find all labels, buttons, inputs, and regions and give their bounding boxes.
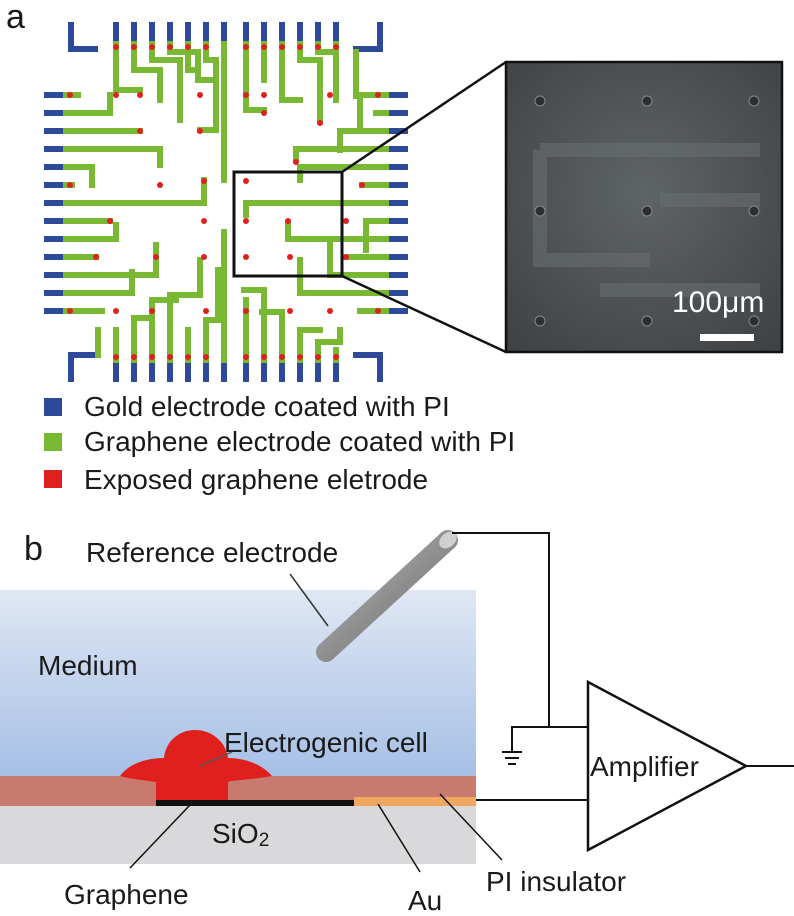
medium-label: Medium — [38, 650, 138, 681]
electrogenic-cell — [120, 730, 272, 800]
amplifier-circuit — [452, 532, 794, 853]
au-layer — [354, 797, 476, 806]
graphene-label: Graphene — [64, 879, 189, 910]
exposed-electrode-sites — [67, 44, 381, 360]
pi-layer-left — [0, 776, 156, 806]
cell-pointer — [199, 751, 233, 767]
cell-label: Electrogenic cell — [224, 727, 428, 758]
scale-bar-label: 100μm — [672, 286, 764, 319]
panel-a-label: a — [6, 0, 25, 36]
legend-label-exposed: Exposed graphene eletrode — [84, 464, 428, 495]
zoom-region-box — [232, 170, 344, 278]
legend-swatch-exposed — [44, 470, 62, 488]
reference-electrode-label: Reference electrode — [86, 537, 338, 568]
reference-pointer — [289, 573, 329, 627]
bottom-leaders — [129, 793, 503, 873]
amplifier-symbol — [586, 679, 749, 853]
pi-insulator-label: PI insulator — [486, 866, 626, 897]
legend: Gold electrode coated with PI Graphene e… — [44, 391, 515, 495]
micrograph-image: 100μm — [504, 60, 784, 354]
reference-electrode: Reference electrode — [86, 530, 458, 662]
medium-region — [0, 590, 476, 776]
legend-label-graphene: Graphene electrode coated with PI — [84, 426, 515, 457]
legend-swatch-gold — [44, 398, 62, 416]
scale-bar — [700, 334, 754, 341]
electrode-array-layout — [44, 22, 507, 382]
substrate-label: SiO2 — [212, 818, 269, 851]
graphene-layer — [156, 800, 356, 806]
legend-swatch-graphene — [44, 433, 62, 451]
zoom-line-top — [341, 60, 507, 174]
panel-b-label: b — [24, 530, 43, 568]
graphene-traces — [63, 41, 389, 363]
legend-label-gold: Gold electrode coated with PI — [84, 391, 450, 422]
device-cross-section: Medium Electrogenic cell SiO2 — [0, 590, 476, 864]
zoom-line-bottom — [341, 274, 507, 354]
amplifier-label: Amplifier — [590, 751, 699, 782]
gold-electrodes — [44, 22, 408, 382]
au-label: Au — [408, 885, 442, 916]
